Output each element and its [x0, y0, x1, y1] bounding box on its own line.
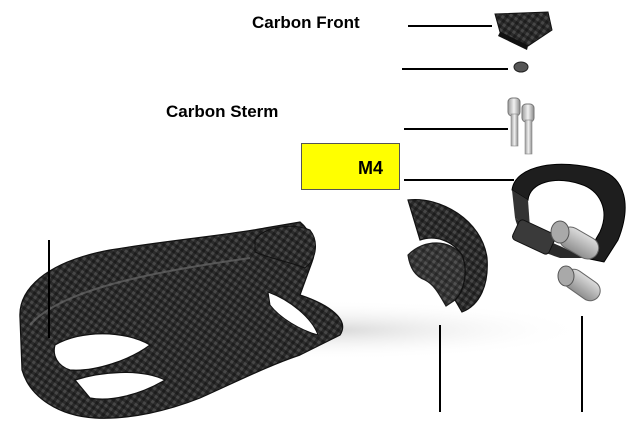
carbon-faceplate: [407, 198, 488, 313]
m4-label: M4: [357, 158, 383, 178]
carbon-sterm-label: Carbon Sterm: [166, 102, 279, 121]
bar-clamp: [511, 163, 626, 263]
m4-highlight-box: M4: [301, 143, 400, 190]
carbon-front-plate: [494, 11, 553, 50]
carbon-front-label: Carbon Front: [252, 13, 360, 32]
washer: [513, 61, 529, 73]
barrel-nuts: [550, 220, 601, 302]
carbon-stem-body: [19, 221, 344, 419]
m4-bolts: [507, 97, 535, 155]
leader-lines: [48, 25, 583, 412]
